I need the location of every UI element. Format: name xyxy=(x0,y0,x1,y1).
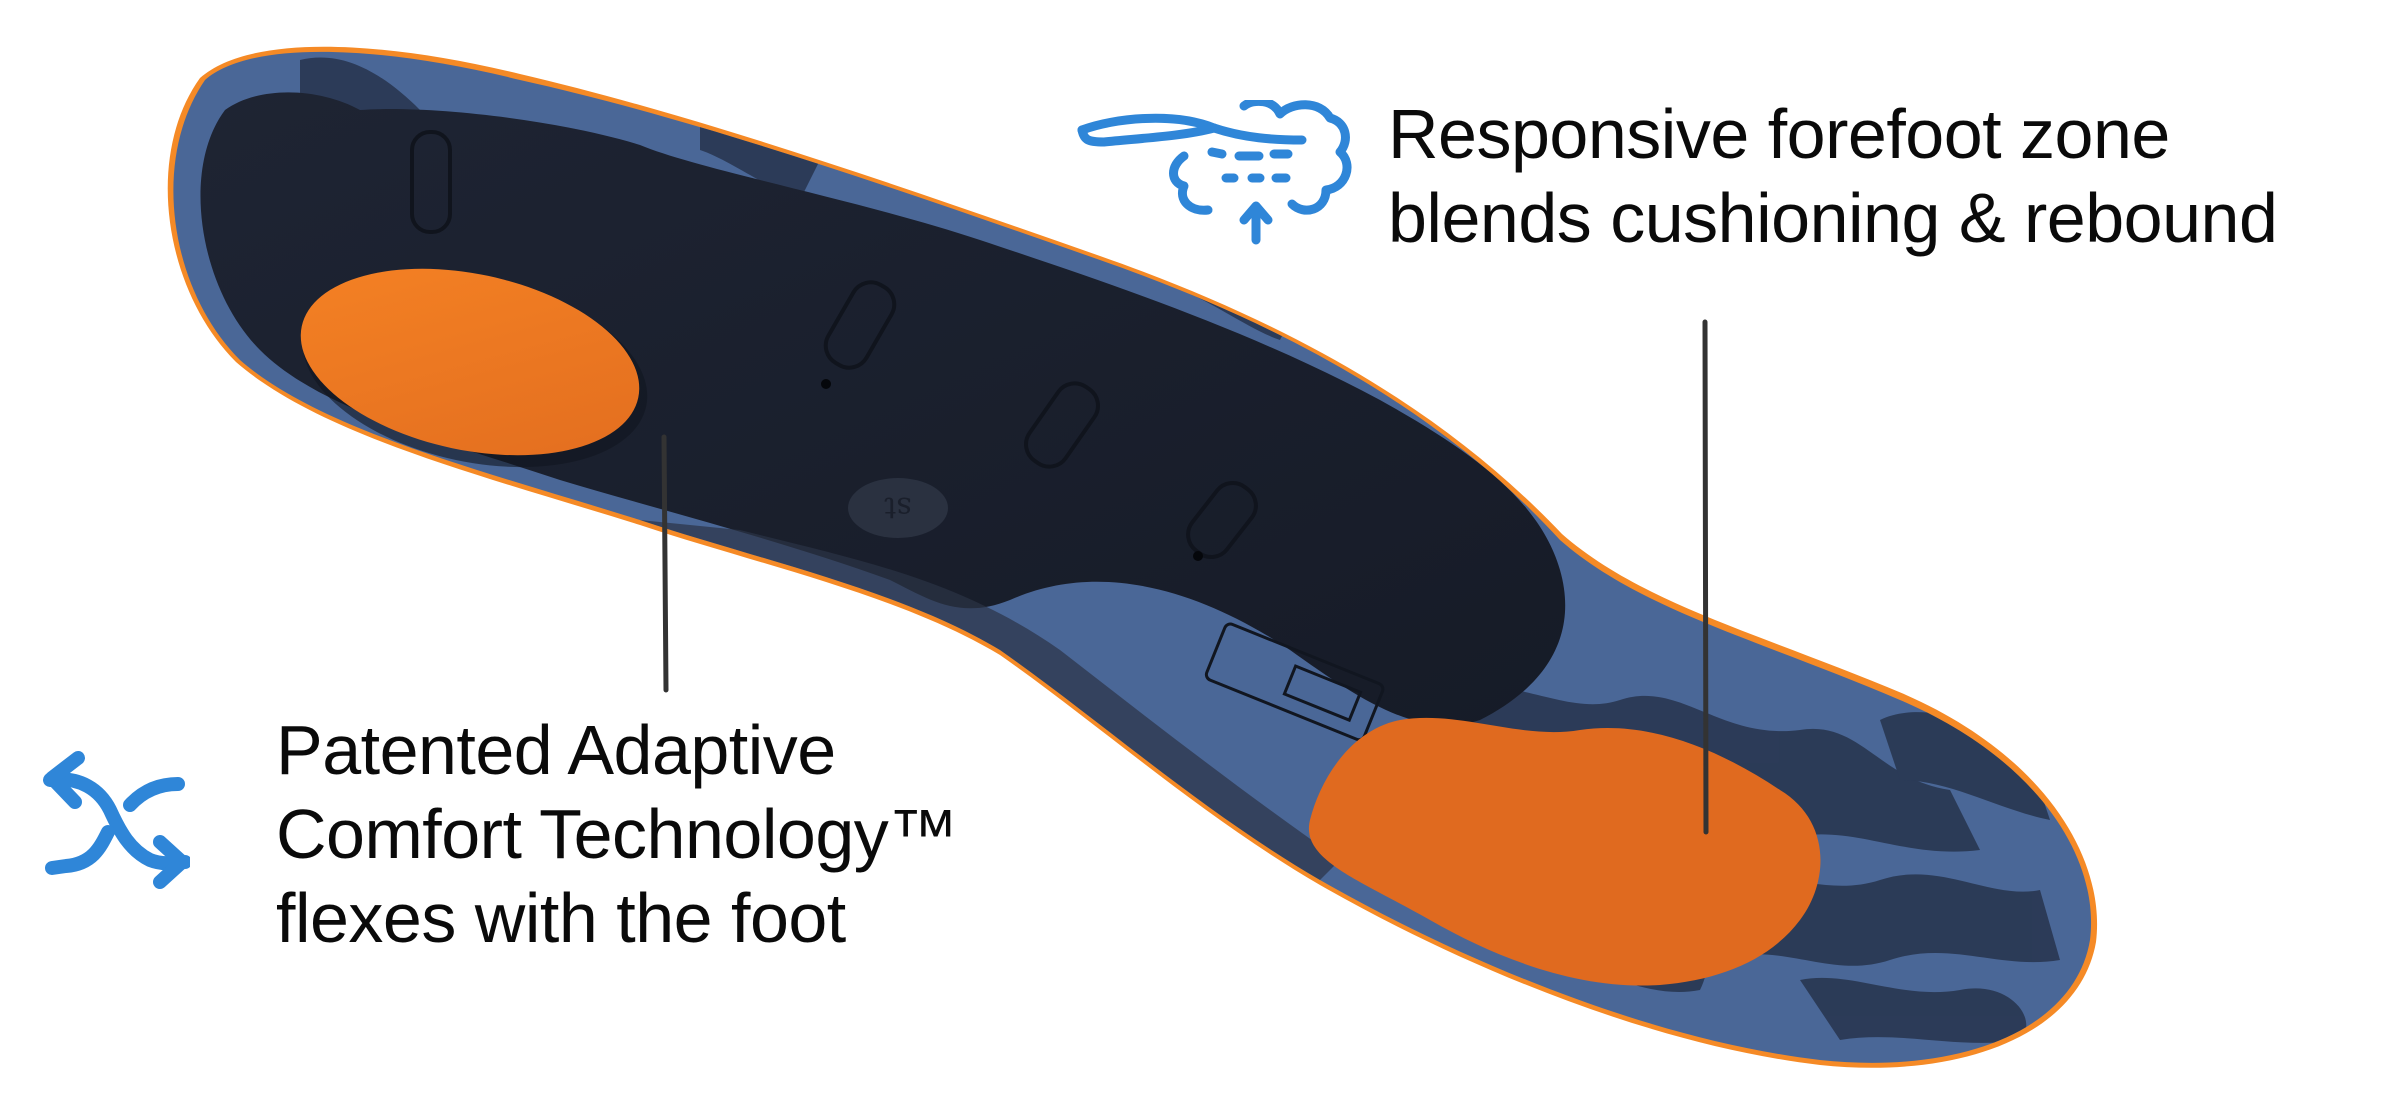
callout-line: Comfort Technology™ xyxy=(276,795,958,873)
callout-line: blends cushioning & rebound xyxy=(1388,179,2278,257)
forefoot-leader-line xyxy=(1702,319,1709,835)
sole-shell: st xyxy=(200,92,1566,880)
forefoot-callout-text: Responsive forefoot zone blends cushioni… xyxy=(1388,92,2278,260)
adaptive-comfort-leader-line xyxy=(661,434,669,693)
cushion-rebound-icon xyxy=(1077,100,1352,245)
adaptive-comfort-callout-text: Patented Adaptive Comfort Technology™ fl… xyxy=(276,708,958,960)
callout-line: flexes with the foot xyxy=(276,879,846,957)
heel-pad xyxy=(300,268,648,468)
callout-line: Patented Adaptive xyxy=(276,711,836,789)
forefoot-pad xyxy=(1308,717,1821,986)
flex-arrows-icon xyxy=(43,751,190,889)
svg-text:st: st xyxy=(884,490,911,525)
callout-line: Responsive forefoot zone xyxy=(1388,95,2170,173)
